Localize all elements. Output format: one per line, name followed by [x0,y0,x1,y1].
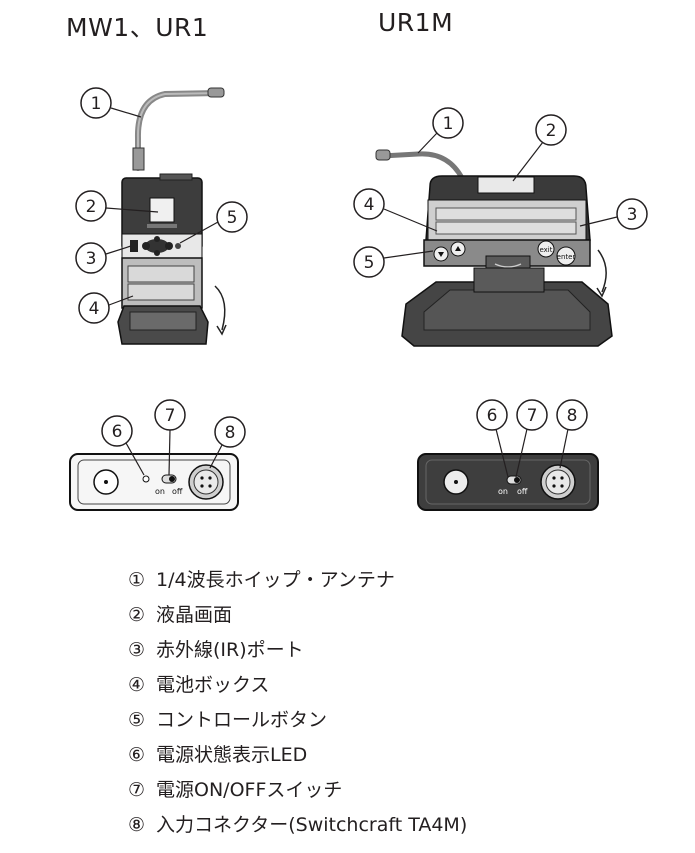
legend-item: ⑧ 入力コネクター(Switchcraft TA4M) [128,808,467,843]
right-top-callouts: 1 2 3 4 5 [353,107,648,278]
left-switch-off: off [172,487,183,496]
callout-left-4: 4 [89,299,100,319]
legend-number: ⑥ [128,744,146,766]
right-bottom-callouts: 6 7 8 [476,399,588,478]
callout-right-5: 5 [364,253,375,273]
callout-left-7: 7 [165,406,176,426]
callout-right-3: 3 [627,205,638,225]
legend-item: ⑤ コントロールボタン [128,703,467,738]
callout-right-4: 4 [364,195,375,215]
device-illustrations: 1 2 3 4 5 exit enter [69,87,648,511]
left-lcd [149,197,175,223]
callout-left-8: 8 [225,423,236,443]
legend-number: ④ [128,674,146,696]
callout-right-8: 8 [567,406,578,426]
left-top-callouts: 1 2 3 4 5 [75,87,248,324]
title-ur1m: UR1M [378,8,454,37]
legend-text: 入力コネクター(Switchcraft TA4M) [156,814,468,836]
legend-text: 赤外線(IR)ポート [156,639,304,661]
title-mw1-ur1: MW1、UR1 [66,13,209,42]
callout-left-2: 2 [86,197,97,217]
legend-item: ④ 電池ボックス [128,668,467,703]
legend-text: 電池ボックス [156,674,270,696]
right-switch-off: off [517,487,528,496]
callout-right-2: 2 [546,121,557,141]
legend-item: ⑥ 電源状態表示LED [128,738,467,773]
left-power-led [142,475,150,483]
legend-number: ⑧ [128,814,146,836]
enter-button-label: enter [557,253,576,261]
legend-text: 1/4波長ホイップ・アンテナ [156,569,395,591]
parts-legend: ① 1/4波長ホイップ・アンテナ ② 液晶画面 ③ 赤外線(IR)ポート ④ 電池ボック… [128,563,467,843]
legend-item: ② 液晶画面 [128,598,467,633]
legend-text: 電源状態表示LED [156,744,308,766]
ur1m-transmitter-front: exit enter [375,149,613,347]
right-top-panel: on off [417,453,599,511]
right-antenna [379,151,465,181]
left-switch-on: on [155,487,165,496]
legend-text: 液晶画面 [156,604,233,626]
callout-right-7: 7 [527,406,538,426]
mw1-transmitter-front [117,87,227,345]
legend-number: ⑦ [128,779,146,801]
legend-text: 電源ON/OFFスイッチ [156,779,343,801]
right-switch-on: on [498,487,508,496]
legend-number: ⑤ [128,709,146,731]
callout-left-6: 6 [112,422,123,442]
callout-right-1: 1 [443,114,454,134]
legend-item: ① 1/4波長ホイップ・アンテナ [128,563,467,598]
exit-button-label: exit [539,246,552,254]
right-lcd [477,176,535,194]
legend-item: ③ 赤外線(IR)ポート [128,633,467,668]
left-bottom-callouts: 6 7 8 [101,399,246,476]
legend-number: ① [128,569,146,591]
callout-left-1: 1 [91,94,102,114]
legend-number: ② [128,604,146,626]
callout-left-5: 5 [227,208,238,228]
left-antenna [134,90,223,171]
legend-number: ③ [128,639,146,661]
left-top-panel: on off [69,453,239,511]
legend-item: ⑦ 電源ON/OFFスイッチ [128,773,467,808]
legend-text: コントロールボタン [156,709,328,731]
callout-right-6: 6 [487,406,498,426]
callout-left-3: 3 [86,249,97,269]
